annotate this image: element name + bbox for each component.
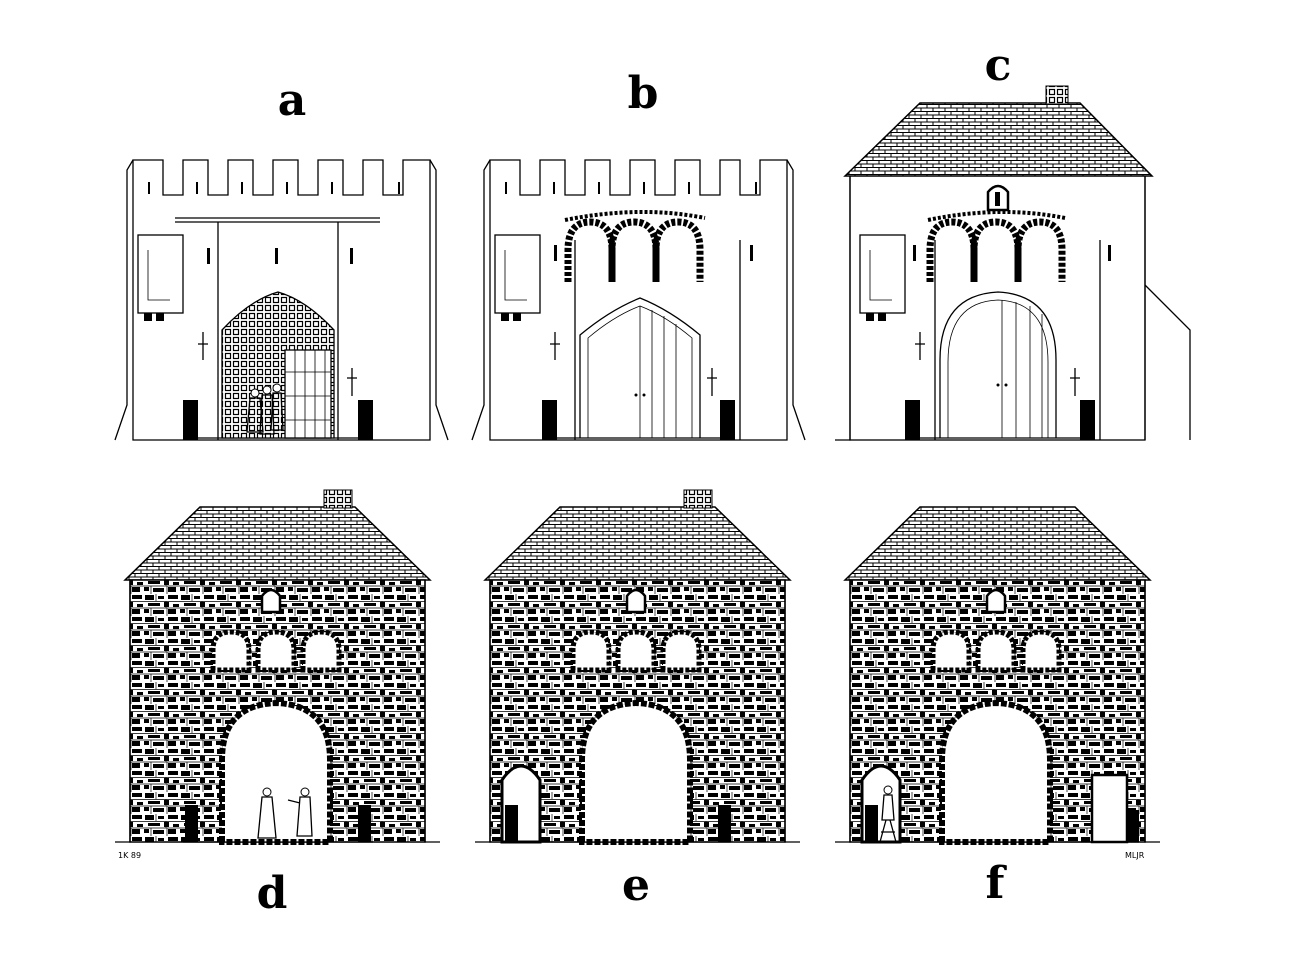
panel-d-figures xyxy=(257,787,313,839)
panel-d-label: d xyxy=(257,868,288,919)
panel-d: 1K 89 d xyxy=(115,489,440,919)
panel-a-label: a xyxy=(278,75,307,126)
panel-e-gatehouse xyxy=(475,489,800,845)
date-mark: 1K 89 xyxy=(118,851,141,860)
panel-b-arcade xyxy=(564,210,706,282)
panel-c-label: c xyxy=(985,40,1012,91)
panel-e-label: e xyxy=(622,860,650,911)
panel-d-gatehouse xyxy=(115,489,440,845)
panel-b-gatehouse xyxy=(471,159,806,441)
panel-c-gatehouse xyxy=(835,85,1191,441)
panel-c: c xyxy=(835,40,1191,441)
panel-e: e xyxy=(475,489,800,911)
panel-f-label: f xyxy=(986,858,1008,909)
panel-f: MLJR f xyxy=(835,506,1160,909)
panel-a-gatehouse xyxy=(114,159,449,441)
panel-f-figure xyxy=(879,785,897,843)
panel-b: b xyxy=(471,68,806,441)
signature: MLJR xyxy=(1125,851,1145,860)
panel-a-figures xyxy=(246,383,284,435)
panel-f-gatehouse xyxy=(835,506,1160,845)
panel-a: a xyxy=(114,75,449,441)
panel-b-label: b xyxy=(628,68,659,119)
panel-c-arcade xyxy=(926,210,1066,282)
